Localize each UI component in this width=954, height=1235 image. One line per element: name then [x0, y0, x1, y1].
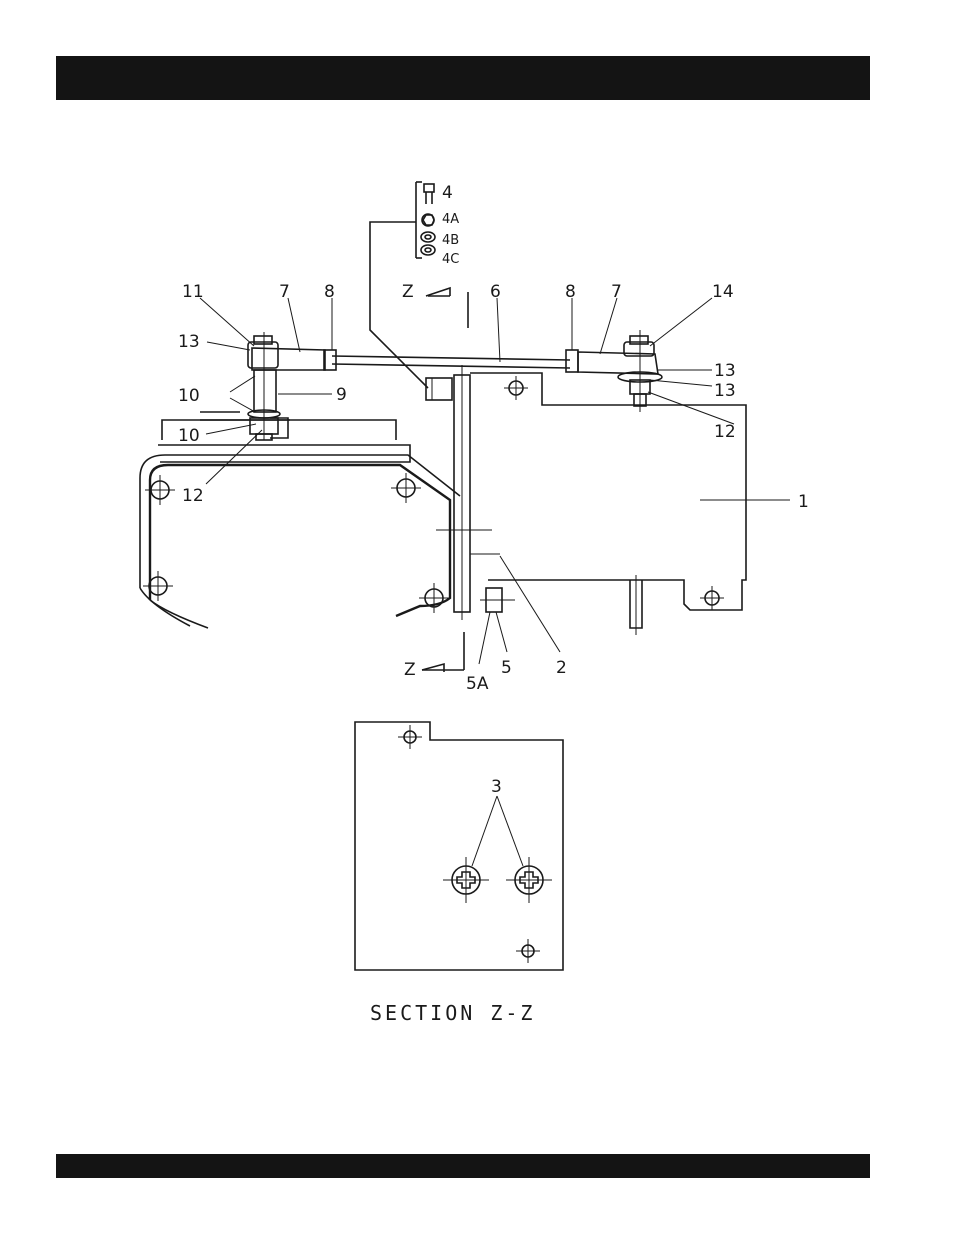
label-10-b: 10	[178, 426, 200, 446]
label-7-left: 7	[279, 282, 290, 302]
label-3: 3	[491, 777, 502, 797]
label-z-bottom: Z	[404, 660, 416, 680]
label-4b: 4B	[442, 233, 459, 248]
label-6: 6	[490, 282, 501, 302]
label-14: 14	[712, 282, 734, 302]
section-caption: SECTION Z-Z	[370, 1001, 535, 1025]
label-4a: 4A	[442, 212, 459, 227]
label-5a: 5A	[466, 674, 489, 694]
label-1: 1	[798, 492, 809, 512]
label-9: 9	[336, 385, 347, 405]
label-4c: 4C	[442, 252, 459, 267]
label-8-left: 8	[324, 282, 335, 302]
label-2: 2	[556, 658, 567, 678]
label-13-left: 13	[178, 332, 200, 352]
leader-lines	[200, 298, 790, 664]
label-13-right-a: 13	[714, 361, 736, 381]
label-12-right: 12	[714, 422, 736, 442]
label-11: 11	[182, 282, 204, 302]
label-4: 4	[442, 183, 453, 203]
section-marker-bottom	[422, 632, 464, 672]
main-bracket-assembly	[140, 330, 746, 635]
label-7-right: 7	[611, 282, 622, 302]
label-10-a: 10	[178, 386, 200, 406]
section-z-z-view: 3	[355, 722, 563, 970]
label-12-left: 12	[182, 486, 204, 506]
label-13-right-b: 13	[714, 381, 736, 401]
label-8-right: 8	[565, 282, 576, 302]
label-5: 5	[501, 658, 512, 678]
section-marker-top	[426, 288, 468, 328]
label-z-top: Z	[402, 282, 414, 302]
